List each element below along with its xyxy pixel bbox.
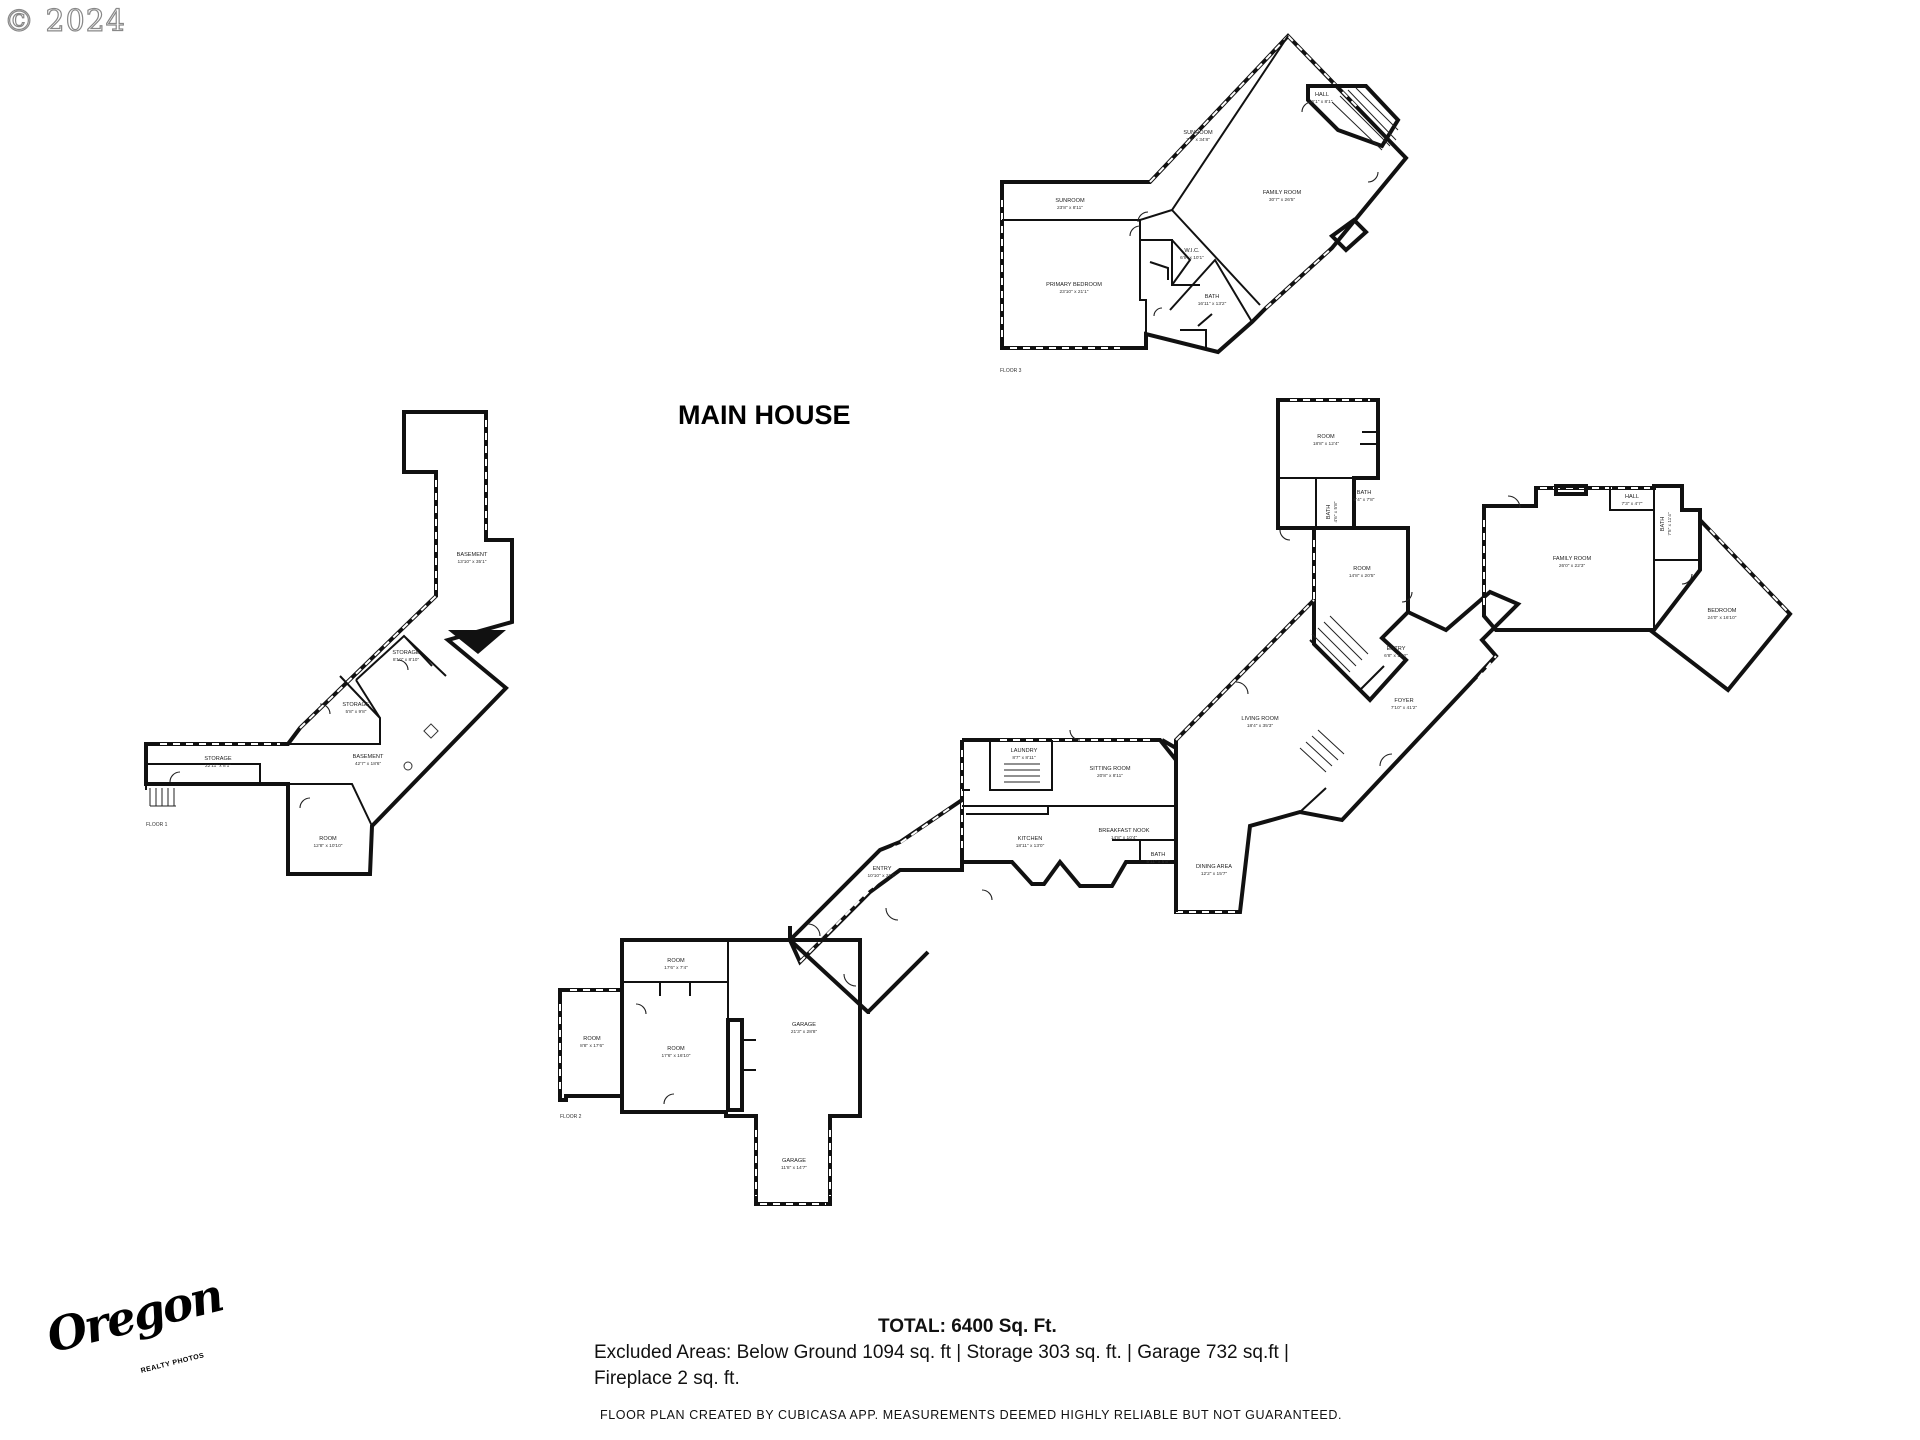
room-name: FAMILY ROOM: [1553, 556, 1592, 562]
room-name: W.I.C.: [1184, 248, 1200, 254]
room-name: KITCHEN: [1018, 836, 1043, 842]
room-name: ROOM: [1317, 434, 1335, 440]
room-dims: 7'3" x 4'7": [1622, 501, 1643, 507]
room-name: STORAGE: [342, 702, 370, 708]
room-name: BATH: [1660, 517, 1666, 532]
brand-logo: Oregon REALTY PHOTOS: [41, 1268, 227, 1408]
logo-subtitle: REALTY PHOTOS: [140, 1352, 206, 1375]
room-dims: 24'0" x 16'10": [1708, 615, 1737, 621]
room-name: DINING AREA: [1196, 864, 1232, 870]
room-name: BATH: [1357, 490, 1372, 496]
excluded-areas: Excluded Areas: Below Ground 1094 sq. ft…: [594, 1342, 1289, 1389]
room-dims: 12'8" x 10'10": [314, 843, 343, 849]
room-name: BASEMENT: [457, 552, 488, 558]
room-labels: HALL 6'1" x 8'1" SUNROOM 7'0" x 34'8" SU…: [204, 92, 1736, 1171]
room-name: SITTING ROOM: [1089, 766, 1130, 772]
room-name: PRIMARY BEDROOM: [1046, 282, 1102, 288]
room-dims: 8'10" x 8'10": [393, 657, 420, 663]
area-summary: TOTAL: 6400 Sq. Ft. Excluded Areas: Belo…: [594, 1316, 1354, 1392]
room-name: HALL: [1315, 92, 1329, 98]
total-label: TOTAL:: [878, 1316, 946, 1337]
room-dims: 23'10" x 21'1": [1060, 289, 1089, 295]
room-name: GARAGE: [792, 1022, 816, 1028]
room-name: BREAKFAST NOOK: [1099, 828, 1150, 834]
room-name: GARAGE: [782, 1158, 806, 1164]
room-name: BATH: [1151, 852, 1166, 858]
room-dims: 7'5" x 11'4": [1667, 512, 1673, 536]
floor-2-plan: FLOOR 2: [558, 398, 1793, 1206]
room-name: BATH: [1326, 505, 1332, 520]
room-dims: 6'4" x 7'8": [1354, 497, 1375, 503]
room-name: BASEMENT: [353, 754, 384, 760]
room-dims: 8'8" x 17'6": [580, 1043, 604, 1049]
room-dims: 17'6" x 7'4": [664, 965, 688, 971]
room-name: SUNROOM: [1055, 198, 1085, 204]
room-name: BEDROOM: [1708, 608, 1737, 614]
room-dims: 14'8" x 20'5": [1349, 573, 1376, 579]
room-name: SUNROOM: [1183, 130, 1213, 136]
room-name: ROOM: [583, 1036, 601, 1042]
room-dims: 8'7" x 8'11": [1012, 755, 1036, 761]
room-dims: 4'6" x 5'8": [1333, 501, 1339, 522]
room-dims: 20'8" x 8'11": [1097, 773, 1123, 779]
room-name: ROOM: [319, 836, 337, 842]
room-dims: 26'0" x 22'3": [1559, 563, 1586, 569]
room-name: ENTRY: [1387, 646, 1406, 652]
disclaimer-text: FLOOR PLAN CREATED BY CUBICASA APP. MEAS…: [600, 1408, 1343, 1422]
room-name: ENTRY: [873, 866, 892, 872]
room-dims: 18'11" x 13'0": [1016, 843, 1045, 849]
room-name: BATH: [1205, 294, 1220, 300]
room-dims: 14'8" x 10'4": [1111, 835, 1138, 841]
floor-2-label: FLOOR 2: [560, 1114, 582, 1120]
copyright-watermark: © 2024: [3, 3, 126, 39]
room-name: ROOM: [667, 958, 685, 964]
room-dims: 7'10" x 41'2": [1391, 705, 1418, 711]
room-dims: 12'2" x 15'7": [1201, 871, 1228, 877]
room-dims: 6'9" x 10'1": [1180, 255, 1204, 261]
room-dims: 30'7" x 26'5": [1269, 197, 1296, 203]
room-dims: 10'10" x 31'5": [868, 873, 897, 879]
total-area: TOTAL: 6400 Sq. Ft.: [878, 1316, 1354, 1338]
floor-1-plan: FLOOR 1: [144, 410, 514, 876]
room-dims: 16'11" x 13'2": [1198, 301, 1227, 307]
room-dims: 5'11" x 5'8": [1146, 859, 1170, 865]
page-title: MAIN HOUSE: [678, 400, 851, 430]
room-dims: 22'11" x 8'1": [205, 763, 231, 769]
room-dims: 7'0" x 34'8": [1186, 137, 1210, 143]
floor-1-label: FLOOR 1: [146, 822, 168, 828]
room-dims: 23'8" x 8'11": [1057, 205, 1083, 211]
room-dims: 18'4" x 35'3": [1247, 723, 1274, 729]
total-value: 6400 Sq. Ft.: [951, 1316, 1057, 1337]
room-name: STORAGE: [392, 650, 420, 656]
room-name: ROOM: [1353, 566, 1371, 572]
room-dims: 17'6" x 16'10": [662, 1053, 691, 1059]
room-name: STORAGE: [204, 756, 232, 762]
room-dims: 6'8" x 10'2": [1384, 653, 1408, 659]
room-name: FOYER: [1394, 698, 1413, 704]
room-dims: 13'10" x 35'1": [458, 559, 487, 565]
room-dims: 5'8" x 9'8": [346, 709, 367, 715]
floor-3-plan: FLOOR 3: [1000, 33, 1409, 374]
floor-3-label: FLOOR 3: [1000, 368, 1022, 374]
room-name: FAMILY ROOM: [1263, 190, 1302, 196]
room-name: HALL: [1625, 494, 1639, 500]
room-dims: 6'1" x 8'1": [1312, 99, 1333, 105]
room-dims: 21'3" x 28'8": [791, 1029, 818, 1035]
room-dims: 11'8" x 14'7": [781, 1165, 807, 1171]
room-name: LIVING ROOM: [1241, 716, 1279, 722]
room-name: LAUNDRY: [1011, 748, 1038, 754]
room-name: ROOM: [667, 1046, 685, 1052]
room-dims: 18'8" x 12'4": [1313, 441, 1340, 447]
room-dims: 42'7" x 18'6": [355, 761, 382, 767]
